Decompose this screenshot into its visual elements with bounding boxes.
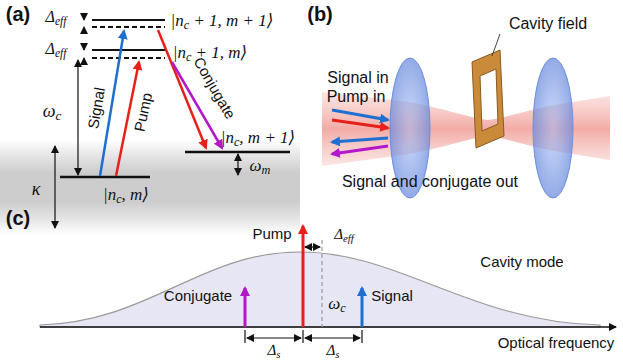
- leader-line: [492, 34, 500, 56]
- state-label: |nc + 1, m + 1⟩: [171, 12, 274, 31]
- cavity-center-line: [321, 240, 322, 327]
- cavity-mode-label: Cavity mode: [480, 254, 563, 271]
- energy-levels: [60, 20, 290, 177]
- panel-label: (c): [6, 207, 30, 229]
- detuning-label: Δs: [326, 342, 339, 359]
- pump-label: Pump: [252, 226, 291, 243]
- detuning-label: Δeff: [46, 8, 67, 26]
- frequency-axis: [40, 326, 616, 328]
- output-label: Signal and conjugate out: [342, 173, 518, 191]
- membrane-frame: [472, 50, 504, 148]
- linewidth-label: κ: [32, 180, 41, 200]
- axis-label: Optical frequency: [498, 335, 615, 352]
- input-label: Pump in: [327, 88, 386, 106]
- panel-label: (a): [6, 3, 30, 25]
- state-label: |nc, m + 1⟩: [221, 129, 296, 148]
- panel-label: (b): [307, 3, 333, 25]
- cavity-field-label: Cavity field: [509, 15, 587, 33]
- cavity-mode-curve: [40, 252, 600, 327]
- state-label: |nc, m⟩: [103, 186, 149, 205]
- state-label: |nc + 1, m⟩: [173, 44, 248, 63]
- frequency-label: ωc: [328, 295, 345, 314]
- conjugate-label: Conjugate: [190, 54, 238, 121]
- signal-label: Signal: [85, 86, 108, 130]
- detuning-label: Δs: [267, 342, 280, 359]
- pump-label: Pump: [132, 91, 156, 133]
- beam-arrows: [332, 110, 388, 154]
- kappa-band: [0, 140, 300, 235]
- detuning-arrows: [245, 247, 362, 343]
- frequency-label: ωm: [250, 157, 271, 176]
- spectral-lines: [245, 226, 362, 327]
- cavity-mirror: [533, 58, 573, 198]
- frequency-label: ωc: [43, 102, 61, 122]
- detuning-label: Δeff: [334, 226, 354, 243]
- signal-label: Signal: [371, 288, 413, 305]
- detuning-label: Δeff: [46, 40, 67, 58]
- input-label: Signal in: [327, 69, 388, 87]
- conjugate-label: Conjugate: [164, 288, 232, 305]
